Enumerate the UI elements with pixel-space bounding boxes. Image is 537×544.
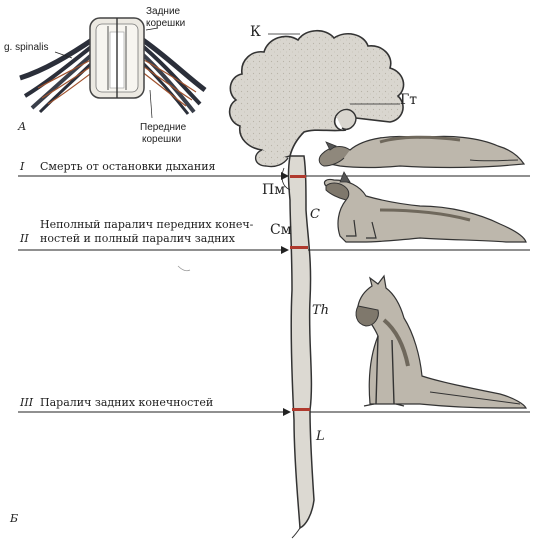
- level-iii-numeral: III: [19, 396, 34, 409]
- level-iii: III Паралич задних конечностей: [18, 396, 530, 416]
- hypothalamus: [335, 108, 357, 130]
- dog-partial-paralysis: [323, 171, 527, 243]
- panel-a-letter: А: [17, 120, 26, 133]
- segment-lumbar: L: [315, 429, 325, 444]
- dorsal-roots-label-1: Задние: [146, 6, 181, 17]
- level-i-numeral: I: [19, 160, 25, 173]
- ganglion-leader: [54, 51, 73, 59]
- nerve-bundle-right: [136, 35, 207, 115]
- segment-thoracic: Th: [312, 303, 329, 318]
- dorsal-roots-label-2: корешки: [146, 18, 185, 29]
- level-ii-text-2: ностей и полный паралич задних: [40, 232, 236, 245]
- dorsal-roots-leader: [145, 27, 159, 31]
- cervical-label: См: [270, 222, 292, 238]
- filum-terminale: [291, 527, 301, 539]
- cut-mark-i: [290, 175, 306, 178]
- dog-hind-paralysis: [355, 274, 527, 409]
- ganglion-label: g. spinalis: [4, 42, 48, 53]
- segment-cervical: C: [310, 207, 320, 222]
- dog-lying-dead: [318, 135, 526, 169]
- spinal-cord-section: [89, 17, 145, 99]
- cerebellum: [255, 149, 289, 168]
- level-iii-text: Паралич задних конечностей: [40, 396, 213, 409]
- ventral-roots-label-2: корешки: [142, 134, 181, 145]
- ventral-roots-label-1: Передние: [140, 122, 187, 133]
- level-i-text: Смерть от остановки дыхания: [40, 160, 216, 173]
- cortex-label: К: [250, 24, 261, 40]
- cerebrum: [228, 29, 405, 161]
- ventral-roots-leader: [149, 89, 153, 119]
- stray-mark: [177, 265, 191, 272]
- hypothalamus-label: Гт: [400, 92, 417, 108]
- level-ii-numeral: II: [19, 232, 29, 245]
- medulla-leader: [281, 167, 291, 191]
- level-ii-text-1: Неполный паралич передних конеч-: [40, 218, 254, 231]
- medulla-label: Пм: [262, 182, 285, 198]
- cut-mark-ii: [290, 246, 308, 249]
- brain-and-cord: К Гт Пм См C Th L: [228, 24, 417, 539]
- level-ii: II Неполный паралич передних конеч- ност…: [18, 218, 530, 254]
- panel-a-spinal-cross-section: g. spinalis Задние корешки Передние коре…: [4, 6, 207, 145]
- panel-b-letter: Б: [9, 512, 18, 525]
- cut-mark-iii: [292, 408, 310, 411]
